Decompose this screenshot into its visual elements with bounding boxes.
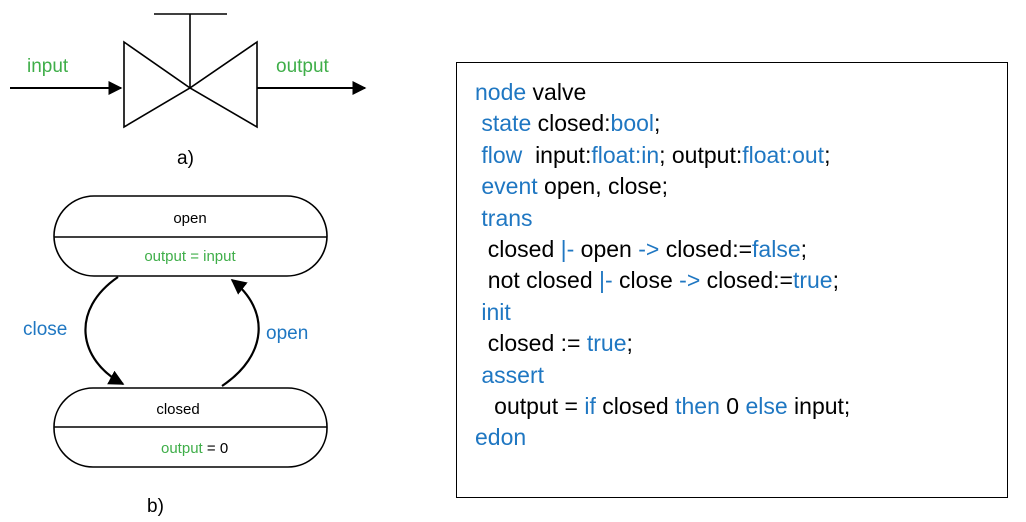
code-token: true (586, 330, 627, 357)
open-transition-label: open (266, 323, 308, 344)
code-token: input; (787, 393, 851, 420)
code-token: true (792, 267, 833, 294)
valve-right-triangle (188, 40, 258, 129)
open-state-name: open (173, 210, 206, 227)
close-transition-label: close (23, 319, 67, 340)
code-token: ; (800, 236, 808, 263)
code-token: not closed (487, 267, 600, 294)
code-token: bool (610, 110, 655, 137)
code-listing-box: node valve state closed:bool; flow input… (456, 62, 1008, 498)
code-token: trans (481, 204, 533, 231)
code-token: init (481, 298, 511, 325)
code-token: false (752, 236, 801, 263)
code-token: 0 (719, 393, 746, 420)
code-token: -> (638, 236, 660, 263)
code-token: ; (654, 110, 661, 137)
code-token: valve (526, 79, 587, 105)
code-token: flow (481, 141, 523, 168)
code-token: assert (481, 361, 545, 388)
code-token: closed:= (659, 236, 753, 263)
code-line-assert: assert (475, 360, 850, 391)
code-line-state: state closed:bool; (475, 108, 850, 139)
code-token: |- (599, 267, 613, 294)
closed-state-action-rest: = 0 (203, 440, 228, 457)
closed-state-name: closed (156, 401, 199, 418)
code-line-edon: edon (475, 422, 850, 453)
code-token: closed (595, 393, 676, 420)
input-label: input (27, 56, 69, 77)
code-token: output = (494, 393, 585, 420)
code-token: closed: (531, 110, 611, 137)
code-token: close (612, 267, 680, 294)
code-line-assert-expr: output = if closed then 0 else input; (475, 391, 850, 422)
valve-symbol: input output a) (10, 13, 367, 169)
code-token: float:in (591, 141, 660, 168)
code-line-trans-close: not closed |- close -> closed:=true; (475, 265, 850, 296)
code-line-node: node valve (475, 77, 850, 108)
code-token: closed := (487, 330, 587, 357)
valve-left-triangle (123, 40, 192, 129)
code-token: ; (832, 267, 839, 294)
code-token: closed (487, 236, 561, 263)
code-token: if (584, 393, 596, 420)
closed-state-action-var: output (161, 440, 204, 457)
code-token: state (481, 110, 532, 137)
code-token: open (574, 236, 639, 263)
code-token: then (675, 393, 720, 420)
code-line-trans: trans (475, 203, 850, 234)
code-line-init: init (475, 297, 850, 328)
code-token: node (475, 79, 527, 105)
open-state-box (53, 195, 328, 277)
code-token: else (745, 393, 788, 420)
code-listing: node valve state closed:bool; flow input… (475, 77, 850, 454)
close-transition-arrow (84, 276, 125, 385)
code-token: edon (475, 424, 527, 451)
state-machine: open output = input closed output = 0 cl… (23, 195, 328, 517)
code-token: float:out (742, 141, 825, 168)
code-line-flow: flow input:float:in; output:float:out; (475, 140, 850, 171)
code-token: -> (679, 267, 701, 294)
code-token: |- (560, 236, 575, 263)
code-token: open, close; (537, 173, 669, 200)
code-token: ; (824, 141, 831, 168)
code-token: input: (522, 141, 592, 168)
code-token: closed:= (700, 267, 793, 294)
code-line-init-value: closed := true; (475, 328, 850, 359)
figure-caption-a: a) (177, 148, 194, 169)
code-token: event (481, 173, 538, 200)
figure-caption-b: b) (147, 496, 164, 517)
code-line-event: event open, close; (475, 171, 850, 202)
output-label: output (276, 56, 330, 77)
open-state-action: output = input (144, 248, 236, 265)
code-token: ; (626, 330, 633, 357)
open-transition-arrow (221, 279, 260, 387)
code-token: ; output: (659, 141, 743, 168)
closed-state-action: output = 0 (161, 440, 228, 457)
code-line-trans-open: closed |- open -> closed:=false; (475, 234, 850, 265)
